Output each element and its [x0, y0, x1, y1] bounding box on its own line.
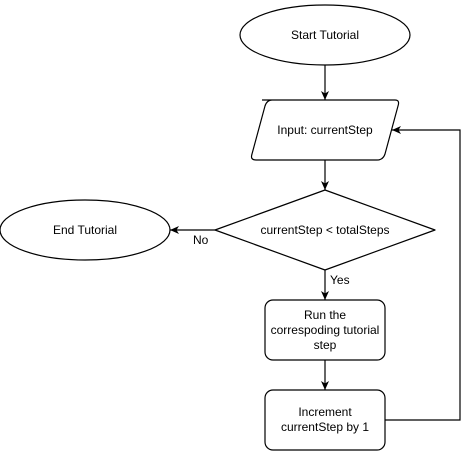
- end-node-shape[interactable]: [0, 199, 171, 261]
- edge-label-no: No: [192, 233, 210, 247]
- decision-node-shape[interactable]: [214, 189, 436, 271]
- increment-node-shape[interactable]: [264, 389, 386, 451]
- edge-label-yes: Yes: [329, 273, 351, 287]
- run-step-node-shape[interactable]: [264, 299, 386, 361]
- start-node-shape[interactable]: [239, 4, 411, 66]
- input-node-shape[interactable]: [250, 99, 400, 161]
- edge-increment-loop-to-input: [385, 126, 461, 421]
